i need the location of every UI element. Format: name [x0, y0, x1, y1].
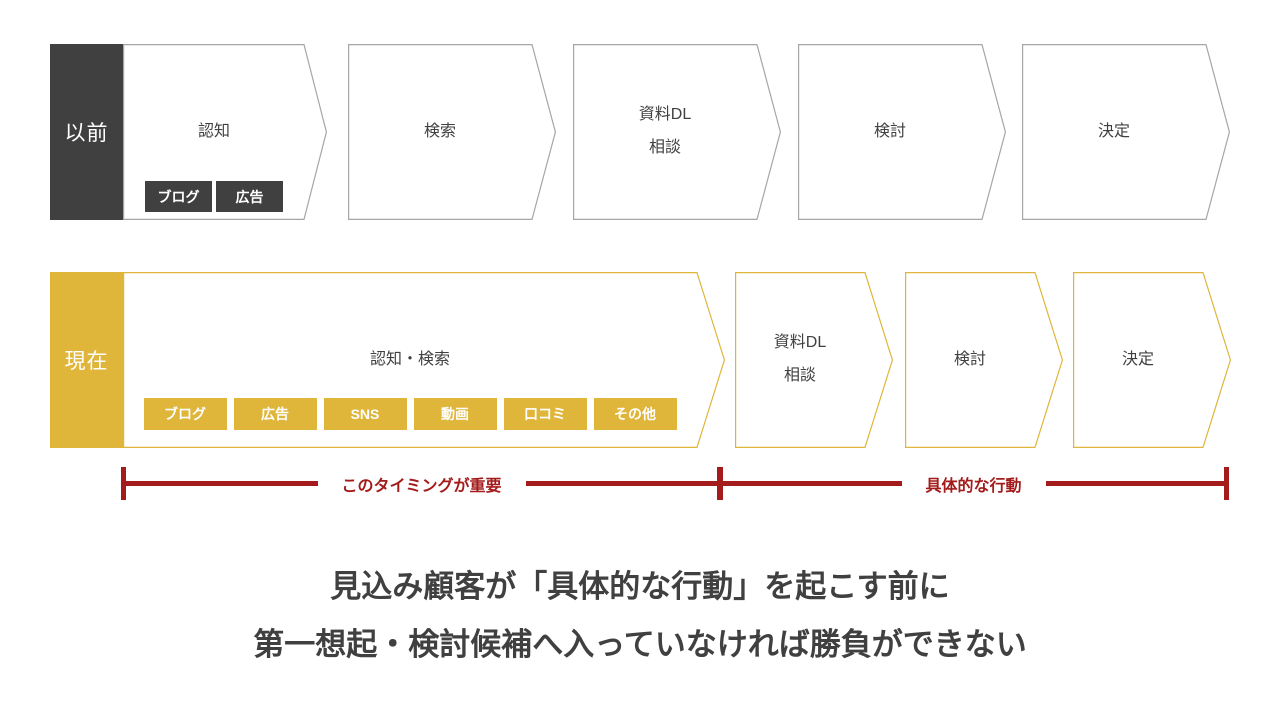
- stage-title-document-download: 資料DL 相談: [735, 272, 865, 448]
- bracket-tick-left: [121, 467, 126, 500]
- bracket-tick-middle: [718, 467, 723, 500]
- era-label-before-text: 以前: [64, 122, 109, 145]
- headline-line1: 見込み顧客が「具体的な行動」を起こす前に: [330, 569, 950, 604]
- chevron-shape: [905, 272, 1063, 448]
- stage-title-document-download: 資料DL 相談: [573, 44, 757, 220]
- chevron-shape: [798, 44, 1006, 220]
- tag-ads: 広告: [216, 181, 283, 212]
- era-label-now-text: 現在: [64, 350, 109, 373]
- channel-tags-now: ブログ 広告 SNS 動画 口コミ その他: [123, 398, 697, 430]
- stage-now-awareness-search: 認知・検索 ブログ 広告 SNS 動画 口コミ その他: [123, 272, 725, 448]
- stage-title-consideration: 検討: [873, 122, 906, 140]
- stage-before-document-download: 資料DL 相談: [573, 44, 781, 220]
- stage-title-line2: 相談: [648, 139, 681, 156]
- stage-title-awareness: 認知: [197, 122, 230, 140]
- bracket-label-timing: このタイミングが重要: [341, 477, 502, 495]
- stage-title-search: 検索: [423, 122, 456, 140]
- stage-title-line2: 相談: [783, 367, 816, 384]
- stage-title-consideration: 検討: [953, 350, 986, 368]
- bracket-line: [1045, 481, 1225, 486]
- headline-line2: 第一想起・検討候補へ入っていなければ勝負ができない: [253, 627, 1027, 662]
- tag-blog: ブログ: [143, 398, 227, 430]
- bracket-label-action: 具体的な行動: [925, 477, 1022, 495]
- stage-now-consideration: 検討: [905, 272, 1063, 448]
- chevron-shape: [1022, 44, 1230, 220]
- stage-before-decision: 決定: [1022, 44, 1230, 220]
- stage-title-decision: 決定: [1097, 122, 1130, 140]
- stage-title-awareness-search: 認知・検索: [369, 350, 450, 368]
- bracket-tick-right: [1224, 467, 1230, 500]
- stage-before-consideration: 検討: [798, 44, 1006, 220]
- stage-now-document-download: 資料DL 相談: [735, 272, 893, 448]
- tag-blog: ブログ: [145, 181, 212, 212]
- stage-now-decision: 決定: [1073, 272, 1231, 448]
- tag-other: その他: [593, 398, 677, 430]
- tag-video: 動画: [413, 398, 497, 430]
- chevron-shape: [1073, 272, 1231, 448]
- bracket-line: [723, 481, 902, 486]
- chevron-shape: [573, 44, 781, 220]
- era-label-now: 現在: [50, 272, 123, 448]
- tag-sns: SNS: [323, 398, 407, 430]
- chevron-shape: [735, 272, 893, 448]
- chevron-shape: [123, 44, 327, 220]
- stage-title-line1: 資料DL: [638, 106, 692, 124]
- bracket-concrete-action: 具体的な行動: [718, 467, 1230, 500]
- channel-tags-before: ブログ 広告: [123, 181, 305, 212]
- stage-title-decision: 決定: [1121, 350, 1154, 368]
- stage-title-line1: 資料DL: [773, 334, 827, 352]
- headline: 見込み顧客が「具体的な行動」を起こす前に 第一想起・検討候補へ入っていなければ勝…: [0, 558, 1280, 674]
- bracket-line: [525, 481, 718, 486]
- tag-ads: 広告: [233, 398, 317, 430]
- era-label-before: 以前: [50, 44, 123, 220]
- stage-before-search: 検索: [348, 44, 556, 220]
- chevron-shape: [348, 44, 556, 220]
- bracket-timing-important: このタイミングが重要: [121, 467, 723, 500]
- bracket-line: [126, 481, 318, 486]
- stage-before-awareness: 認知 ブログ 広告: [123, 44, 327, 220]
- tag-word-of-mouth: 口コミ: [503, 398, 587, 430]
